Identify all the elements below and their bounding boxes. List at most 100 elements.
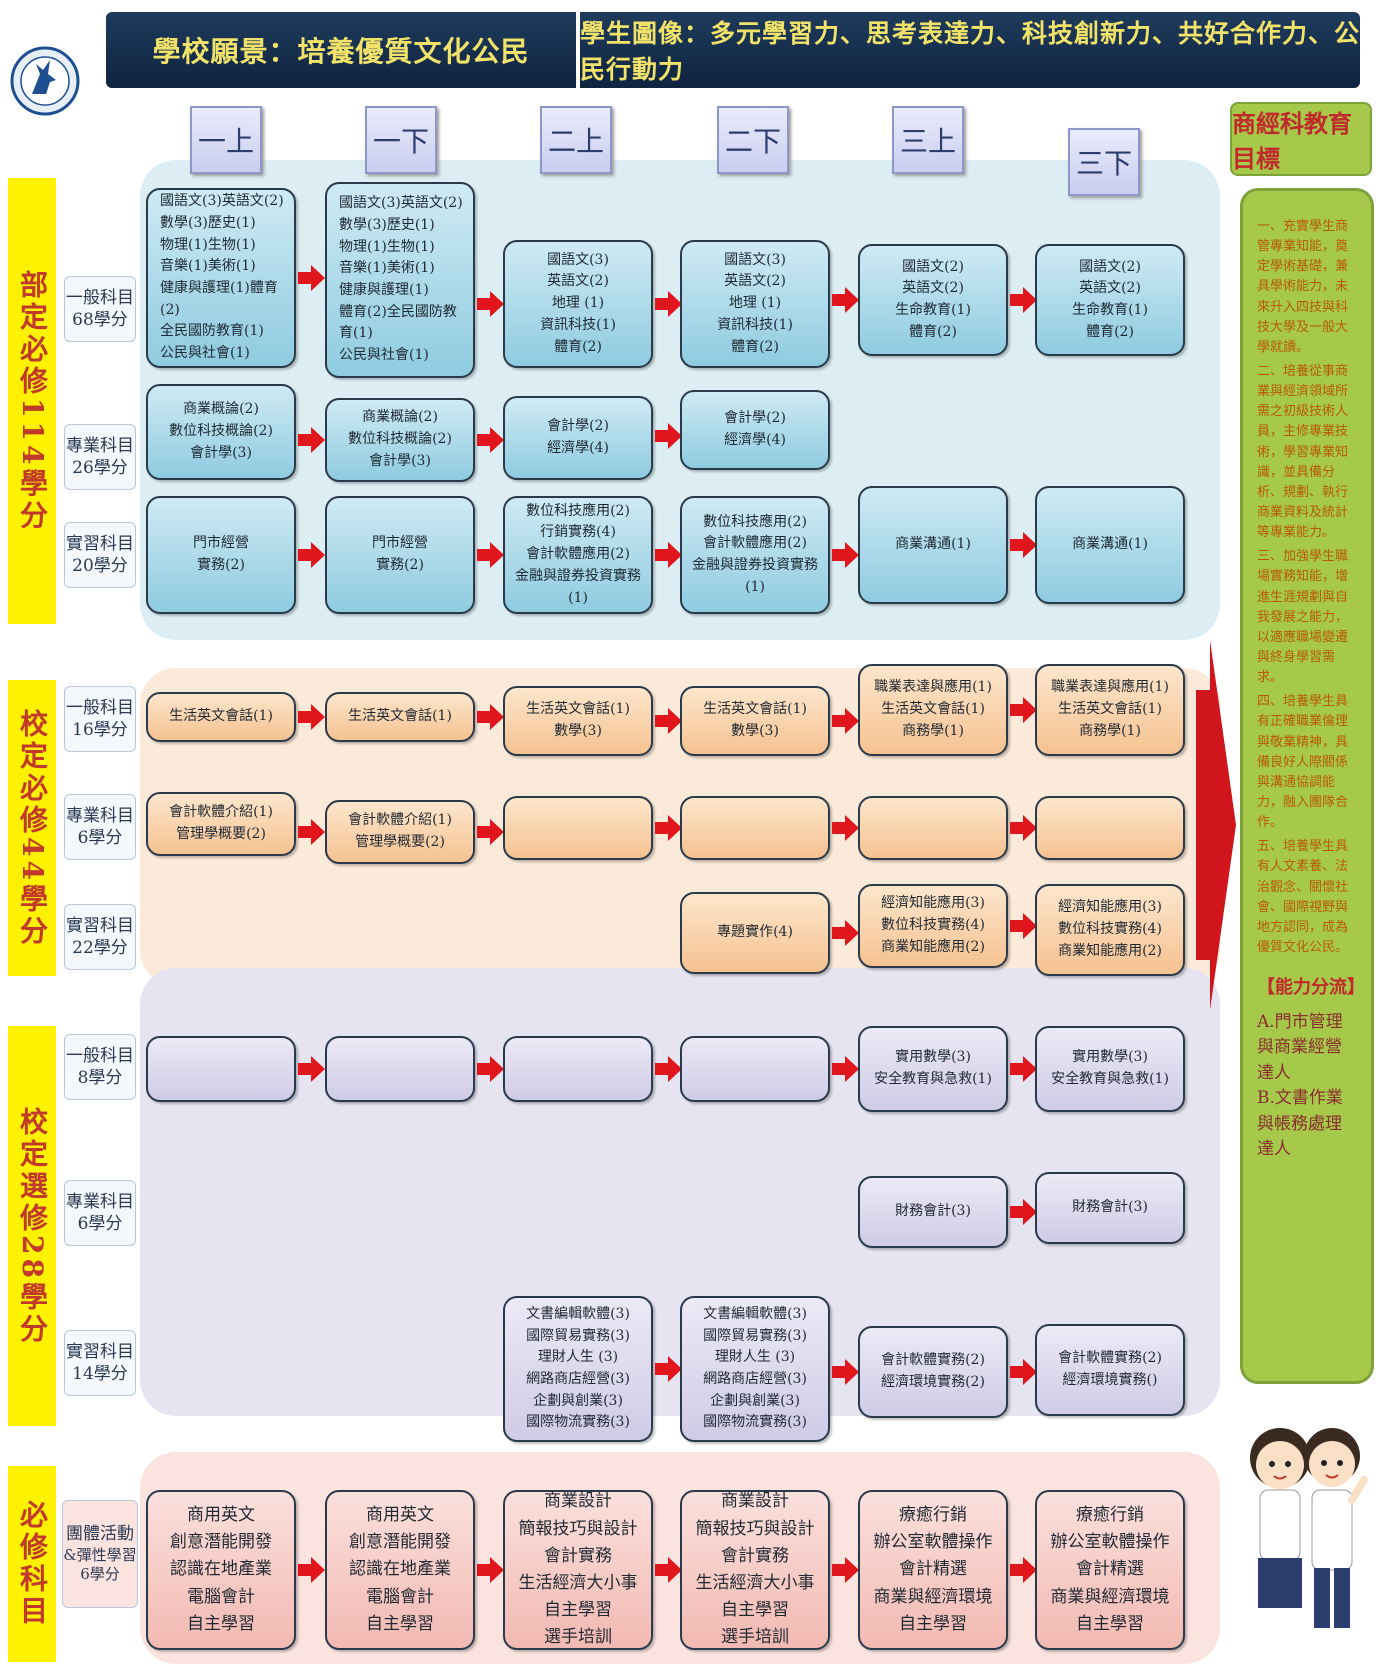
course-box: 會計學(2)經濟學(4) (680, 390, 830, 470)
course-box: 療癒行銷辦公室軟體操作會計精選商業與經濟環境自主學習 (858, 1490, 1008, 1650)
course-name: 生活英文會話(1) (526, 701, 630, 718)
course-box: 門市經營實務(2) (325, 496, 475, 614)
course-box: 會計軟體實務(2)經濟環境實務(2) (858, 1326, 1008, 1418)
course-name: 經濟學(4) (724, 432, 786, 448)
course-box (503, 796, 653, 860)
course-name: 地理 (1) (728, 295, 782, 312)
course-name: 商務學(1) (1079, 722, 1141, 739)
course-name: 會計學(3) (190, 444, 252, 461)
course-box: 國語文(3)英語文(2)數學(3)歷史(1)物理(1)生物(1)音樂(1)美術(… (146, 188, 296, 368)
course-box: 財務會計(3) (858, 1176, 1008, 1248)
sub-label-group-activity: 團體活動&彈性學習6學分 (62, 1500, 138, 1608)
goal-panel: 一、充實學生商管專業知能，奠定學術基礎，兼具學術能力，未來升入四技與科技大學及一… (1240, 188, 1374, 1384)
course-name: 國際物流實務(3) (526, 1414, 630, 1431)
course-box (680, 796, 830, 860)
course-box: 經濟知能應用(3)數位科技實務(4)商業知能應用(2) (858, 884, 1008, 968)
group-label-national-required: 部定必修114學分 (8, 178, 56, 624)
course-name: 數學(3) (731, 723, 779, 739)
course-box: 生活英文會話(1) 數學(3) (503, 686, 653, 756)
course-name: 經濟知能應用(3) (1058, 899, 1162, 916)
course-name: 會計實務 (544, 1545, 612, 1566)
course-box: 實用數學(3)安全教育與急救(1) (1035, 1026, 1185, 1112)
course-name: 數學(3) (554, 723, 602, 739)
course-name: 認識在地產業 (349, 1559, 451, 1580)
course-name: 自主學習 (187, 1613, 255, 1634)
student-mascot-illustration (1250, 1428, 1368, 1628)
course-name: 商業概論(2) (362, 409, 438, 426)
course-name: 簡報技巧與設計 (695, 1518, 815, 1539)
course-name: 辦公室軟體操作 (1050, 1532, 1170, 1553)
goal-item: 五、培養學生具有人文素養、法治觀念、關懷社會、國際視野與地方認同，成為優質文化公… (1257, 839, 1349, 955)
course-name: 金融與證券投資實務(1) (692, 557, 818, 595)
course-name: 會計精選 (1076, 1559, 1144, 1580)
ability-item: B.文書作業與帳務處理達人 (1257, 1088, 1343, 1160)
course-name: 國語文(3)英語文(2) (160, 193, 284, 210)
course-name: 商業與經濟環境 (1050, 1586, 1170, 1607)
course-name: 商業溝通(1) (895, 536, 971, 553)
course-name: 認識在地產業 (170, 1559, 272, 1580)
goal-item: 一、充實學生商管專業知能，奠定學術基礎，兼具學術能力，未來升入四技與科技大學及一… (1257, 219, 1349, 355)
course-name: 生活英文會話(1) (703, 701, 807, 718)
group-label-school-required: 校定必修44學分 (8, 680, 56, 976)
course-name: 商業設計 (544, 1491, 612, 1512)
course-name: 音樂(1)美術(1) (160, 258, 256, 275)
ability-title: 【能力分流】 (1257, 977, 1365, 999)
course-box: 商用英文創意潛能開發認識在地產業電腦會計自主學習 (146, 1490, 296, 1650)
course-name: 理財人生 (3) (537, 1349, 619, 1366)
goal-title: 商經科教育目標 (1230, 102, 1372, 176)
course-name: 經濟環境實務(2) (881, 1374, 985, 1390)
course-name: 數學(3)歷史(1) (160, 214, 256, 231)
course-name: 療癒行銷 (1076, 1505, 1144, 1526)
course-name: 資訊科技(1) (717, 316, 793, 333)
course-box (146, 1036, 296, 1102)
student-portrait-banner: 學生圖像：多元學習力、思考表達力、科技創新力、共好合作力、公民行動力 (580, 12, 1360, 88)
course-box: 經濟知能應用(3)數位科技實務(4)商業知能應用(2) (1035, 884, 1185, 976)
course-name: 療癒行銷 (899, 1505, 967, 1526)
semester-header-3b: 三下 (1068, 128, 1140, 196)
course-name: 選手培訓 (544, 1627, 612, 1648)
course-name: 體育(2) (554, 338, 602, 355)
group-label-required-subjects: 必修科目 (8, 1466, 56, 1662)
goal-item: 四、培養學生具有正確職業倫理與敬業精神，具備良好人際關係與溝通協調能力，融入團隊… (1257, 694, 1349, 831)
course-name: 生活英文會話(1) (348, 708, 452, 725)
course-name: 英語文(2) (902, 280, 964, 297)
course-name: 英語文(2) (1079, 280, 1141, 297)
course-name: 商務學(1) (902, 722, 964, 739)
course-name: 國際物流實務(3) (703, 1414, 807, 1431)
course-name: 數學(3)歷史(1) (339, 216, 435, 233)
school-logo (10, 8, 80, 154)
course-name: 商用英文 (366, 1505, 434, 1526)
course-box: 國語文(3)英語文(2)數學(3)歷史(1)物理(1)生物(1)音樂(1)美術(… (325, 182, 475, 378)
course-name: 門市經營 (193, 535, 249, 552)
course-name: 公民與社會(1) (160, 345, 250, 362)
course-box: 商業設計簡報技巧與設計會計實務生活經濟大小事自主學習選手培訓 (680, 1490, 830, 1650)
course-name: 數位科技應用(2) (526, 502, 630, 519)
course-name: 國語文(3) (724, 251, 786, 268)
vision-banner: 學校願景：培養優質文化公民 (106, 12, 576, 88)
course-name: 國語文(2) (902, 258, 964, 275)
course-name: 商業知能應用(2) (881, 938, 985, 955)
course-name: 國語文(3)英語文(2) (339, 195, 463, 212)
course-name: 會計學(2) (547, 418, 609, 435)
course-name: 理財人生 (3) (714, 1349, 796, 1366)
course-name: 行銷實務(4) (540, 524, 616, 541)
course-name: 自主學習 (721, 1600, 789, 1621)
course-box (1035, 796, 1185, 860)
course-box: 會計軟體介紹(1)管理學概要(2) (325, 800, 475, 864)
course-box (325, 1036, 475, 1102)
course-box: 職業表達與應用(1)生活英文會話(1)商務學(1) (858, 664, 1008, 756)
course-box: 商業溝通(1) (858, 486, 1008, 604)
course-name: 英語文(2) (547, 273, 609, 290)
course-name: 辦公室軟體操作 (873, 1532, 993, 1553)
semester-header-1b: 一下 (365, 106, 437, 174)
course-name: 商用英文 (187, 1505, 255, 1526)
course-name: 商業概論(2) (183, 401, 259, 418)
course-name: 健康與護理(1) (339, 282, 429, 298)
